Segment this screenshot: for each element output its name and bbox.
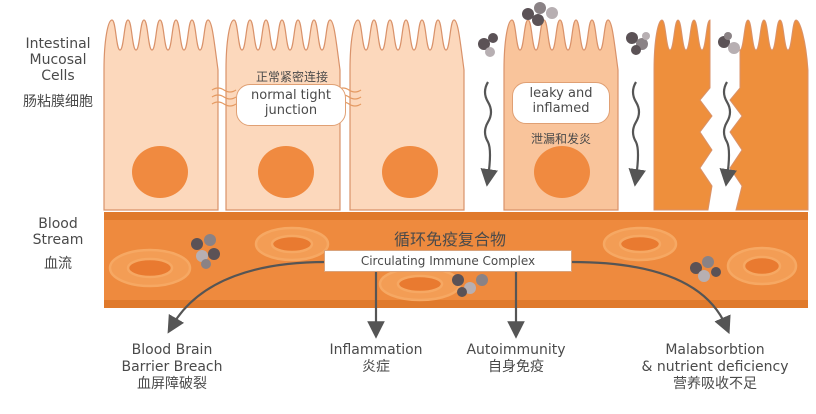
immune-complex-particles (191, 234, 721, 297)
nucleus-2 (258, 146, 314, 198)
mucosal-cell-3 (349, 19, 465, 211)
outcome-autoimmunity-en: Autoimmunity (466, 342, 566, 358)
outcome-bbb-cn: 血屏障破裂 (137, 376, 207, 392)
outcome-autoimmunity: Autoimmunity 自身免疫 (436, 342, 596, 376)
particle-cluster-2 (478, 33, 498, 57)
blood-stream-label: Blood Stream (32, 216, 84, 248)
nucleus-3 (382, 146, 438, 198)
damaged-cell (653, 19, 809, 211)
blood-stream-label-cn: 血流 (44, 256, 72, 272)
outcome-inflammation-cn: 炎症 (362, 359, 390, 375)
outcome-malabsorption-en: Malabsorbtion & nutrient deficiency (641, 342, 789, 375)
blood-cells (108, 226, 798, 302)
mucosal-cells-label-cn: 肠粘膜细胞 (23, 94, 93, 110)
outcome-bbb-en: Blood Brain Barrier Breach (121, 342, 223, 375)
outcome-arrows (167, 260, 731, 339)
mucosal-cell-1 (103, 19, 219, 211)
particle-cluster-3 (626, 32, 650, 55)
leak-arrows (480, 81, 737, 187)
immune-complex-title-cn: 循环免疫复合物 (393, 230, 506, 249)
tight-junction-bubble: normal tight junction (236, 84, 346, 126)
mucosal-cells-label: Intestinal Mucosal Cells (25, 36, 91, 84)
leaky-bubble: leaky and inflamed (512, 82, 610, 124)
tight-junction-label-cn: 正常紧密连接 (255, 70, 328, 84)
particle-cluster-top (522, 2, 558, 26)
outcome-autoimmunity-cn: 自身免疫 (488, 359, 544, 375)
nucleus-1 (132, 146, 188, 198)
outcome-bbb: Blood Brain Barrier Breach 血屏障破裂 (92, 342, 252, 393)
immune-complex-label: Circulating Immune Complex (324, 250, 572, 272)
outcome-malabsorption: Malabsorbtion & nutrient deficiency 营养吸收… (620, 342, 810, 393)
outcome-inflammation-en: Inflammation (329, 342, 423, 358)
outcome-inflammation: Inflammation 炎症 (296, 342, 456, 376)
nucleus-4 (534, 146, 590, 198)
outcome-malabsorption-cn: 营养吸收不足 (673, 376, 757, 392)
leaky-label-cn: 泄漏和发炎 (530, 132, 591, 146)
particle-cluster-4 (718, 32, 740, 54)
